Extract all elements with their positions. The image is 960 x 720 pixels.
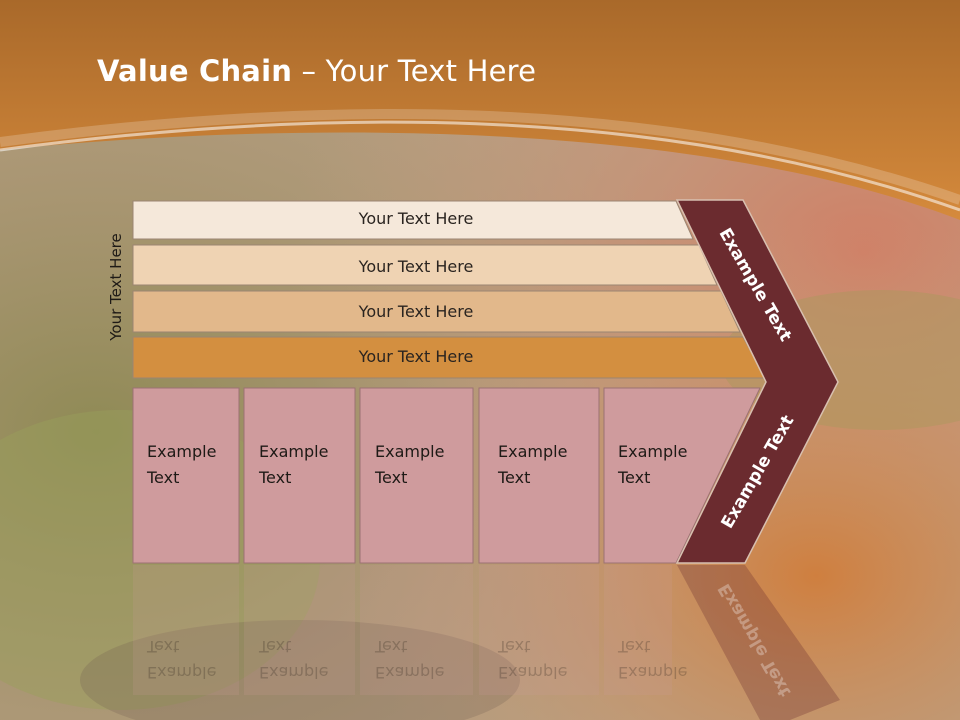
box-3[interactable]: [359, 387, 474, 564]
box-3-text: Example Text: [375, 439, 444, 491]
box-1-refl-line2: Text: [147, 637, 180, 656]
bar-3[interactable]: [132, 290, 741, 333]
bar-1[interactable]: [132, 200, 694, 240]
box-1-refl-line1: Example: [147, 663, 217, 682]
box-2-refl-line2: Text: [259, 637, 292, 656]
box-3-refl-line2: Text: [375, 637, 408, 656]
box-3-refl-line1: Example: [375, 663, 445, 682]
title-rest: – Your Text Here: [292, 54, 537, 88]
box-5-reflection: Example Text: [618, 633, 687, 685]
box-2-refl-line1: Example: [259, 663, 329, 682]
boxes-reflection: [133, 565, 672, 695]
box-2-reflection: Example Text: [259, 633, 328, 685]
title-bold: Value Chain: [97, 54, 293, 88]
box-5-text: Example Text: [618, 439, 687, 491]
box-1[interactable]: [132, 387, 240, 564]
box-2-line2: Text: [259, 468, 292, 487]
box-4-reflection: Example Text: [498, 633, 567, 685]
slide-title: Value Chain – Your Text Here: [97, 54, 536, 88]
box-4-line2: Text: [498, 468, 531, 487]
box-5-refl-line2: Text: [618, 637, 651, 656]
box-4[interactable]: [478, 387, 600, 564]
bar-2[interactable]: [132, 244, 718, 286]
box-3-line2: Text: [375, 468, 408, 487]
chevron-shape[interactable]: [675, 199, 839, 564]
box-5-line1: Example: [618, 442, 688, 461]
box-5-refl-line1: Example: [618, 663, 688, 682]
box-1-text: Example Text: [147, 439, 216, 491]
box-1-reflection: Example Text: [147, 633, 216, 685]
bar-2-label: Your Text Here: [358, 257, 474, 276]
box-3-reflection: Example Text: [375, 633, 444, 685]
bar-3-label: Your Text Here: [358, 302, 474, 321]
chevron-reflection: [677, 565, 840, 720]
box-4-refl-line1: Example: [498, 663, 568, 682]
box-4-line1: Example: [498, 442, 568, 461]
box-2-text: Example Text: [259, 439, 328, 491]
bar-4-label: Your Text Here: [358, 347, 474, 366]
box-2-line1: Example: [259, 442, 329, 461]
box-4-refl-line2: Text: [498, 637, 531, 656]
box-1-line2: Text: [147, 468, 180, 487]
box-4-text: Example Text: [498, 439, 567, 491]
box-3-line1: Example: [375, 442, 445, 461]
box-1-line1: Example: [147, 442, 217, 461]
box-5-line2: Text: [618, 468, 651, 487]
box-5[interactable]: [603, 387, 761, 564]
box-2[interactable]: [243, 387, 356, 564]
bar-1-label: Your Text Here: [358, 209, 474, 228]
